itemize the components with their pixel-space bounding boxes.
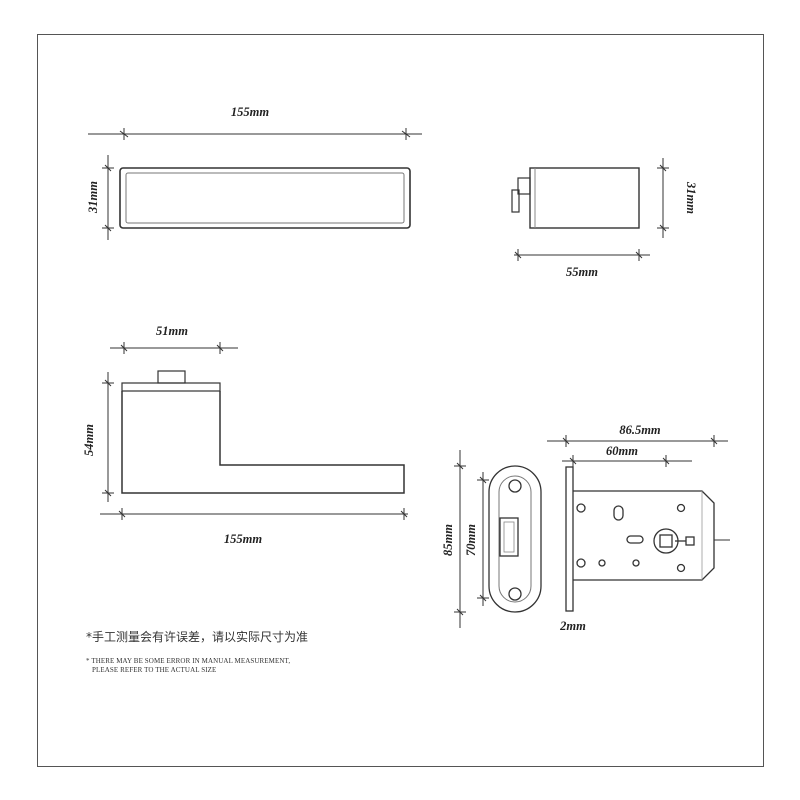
label-lever-offset: 51mm xyxy=(156,324,188,338)
dim-latch-total xyxy=(547,435,728,447)
note-chinese: *手工测量会有许误差，请以实际尺寸为准 xyxy=(86,630,309,644)
label-lever-length: 155mm xyxy=(224,532,262,546)
label-faceplate-inner: 70mm xyxy=(464,524,478,556)
dim-rose-height xyxy=(657,158,669,238)
label-handle-height: 31mm xyxy=(86,181,100,214)
label-plate-thickness: 2mm xyxy=(559,619,586,633)
dim-lever-height xyxy=(102,372,114,502)
label-handle-width: 155mm xyxy=(231,105,269,119)
lever-front-view xyxy=(121,370,405,494)
faceplate-view xyxy=(488,465,542,613)
dim-lever-length xyxy=(100,508,408,520)
note-english-line1: * THERE MAY BE SOME ERROR IN MANUAL MEAS… xyxy=(86,657,291,665)
dim-handle-width xyxy=(88,128,422,140)
label-rose-width: 55mm xyxy=(566,265,598,279)
drawing-frame xyxy=(37,34,764,767)
dim-lever-offset xyxy=(110,342,238,354)
label-lever-height: 54mm xyxy=(82,424,96,456)
note-english-line2: PLEASE REFER TO THE ACTUAL SIZE xyxy=(92,666,217,674)
dim-faceplate-inner xyxy=(477,472,489,606)
note-english: * THERE MAY BE SOME ERROR IN MANUAL MEAS… xyxy=(86,657,290,675)
label-faceplate-outer: 85mm xyxy=(441,524,455,556)
dim-handle-height xyxy=(102,155,114,240)
label-rose-height: 31mm xyxy=(684,181,698,214)
label-latch-total: 86.5mm xyxy=(619,423,661,437)
mortise-lock-body xyxy=(565,466,730,612)
handle-top-view xyxy=(119,167,411,229)
dim-faceplate-outer xyxy=(454,450,466,628)
rose-side-view xyxy=(511,167,640,229)
dim-latch-backset xyxy=(562,455,692,467)
label-latch-backset: 60mm xyxy=(606,444,638,458)
dim-rose-width xyxy=(514,249,650,261)
